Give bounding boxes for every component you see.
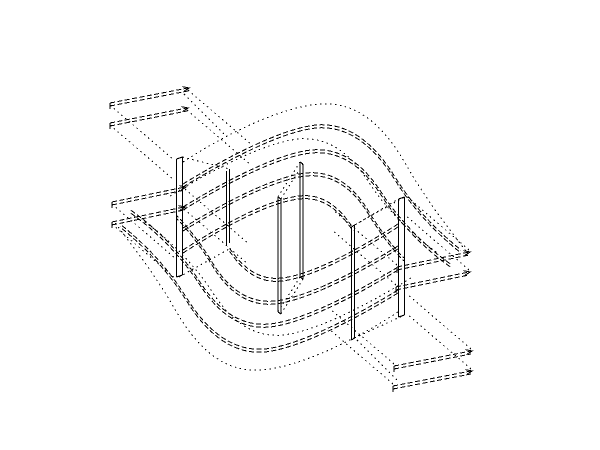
wing-top-left (109, 86, 253, 181)
wing-left-mid (111, 185, 250, 280)
arrowhead (178, 205, 187, 212)
panel-right (351, 196, 405, 341)
deck-lower-curves (114, 208, 412, 371)
arrowhead (465, 369, 474, 376)
deck-upper-curves (169, 103, 467, 269)
arrowhead (181, 106, 190, 113)
arrowhead (182, 86, 191, 93)
arrowhead (463, 270, 472, 277)
panel-center (277, 161, 304, 315)
arrowhead (463, 250, 472, 257)
wing-bottom-right (328, 293, 474, 392)
arrowhead (465, 349, 474, 356)
